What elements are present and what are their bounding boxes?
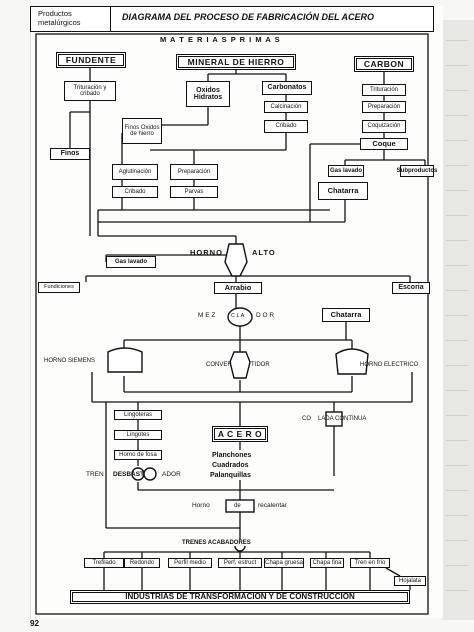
flux-box: FUNDENTE xyxy=(56,52,126,68)
sinter-screening-box: Cribado xyxy=(112,186,158,198)
frame-line xyxy=(35,33,429,615)
flux-fines-box: Finos xyxy=(50,148,90,160)
iron-oxide-fines-box: Finos Oxidos de hierro xyxy=(122,118,162,144)
section-label: Productos metalúrgicos xyxy=(38,9,81,27)
converter-label-right: TIDOR xyxy=(251,362,270,368)
electric-furnace-label: HORNO ELECTRICO xyxy=(360,362,419,368)
mill-structural: Perf. estruct xyxy=(218,558,262,568)
ingots-box: Lingotes xyxy=(114,430,162,440)
stockpiles-box: Parvas xyxy=(170,186,218,198)
mixer-label-mid: C L A xyxy=(231,313,245,319)
product-billets: Palanquillas xyxy=(210,472,251,479)
industries-box: INDUSTRIAS DE TRANSFORMACION Y DE CONSTR… xyxy=(70,590,410,604)
iron-ore-box: MINERAL DE HIERRO xyxy=(176,54,296,70)
casting-label-right: INUA xyxy=(352,416,367,422)
rougher-label-mid: DESBAST xyxy=(113,471,145,478)
preparation-box: Preparación xyxy=(170,164,218,180)
furnace-gas-box: Gas lavado xyxy=(106,256,156,268)
ore-screening-box: Cribado xyxy=(264,120,308,133)
tinplate-box: Hojalata xyxy=(394,576,426,586)
pig-iron-box: Arrabio xyxy=(214,282,262,294)
product-slabs: Planchones xyxy=(212,452,252,459)
casting-label-left: CO xyxy=(302,416,311,422)
page-number: 92 xyxy=(30,619,39,628)
byproducts-box: Subproductos xyxy=(397,165,437,177)
casting-label-mid: LADA CONT xyxy=(318,416,353,422)
mill-wire-drawing: Trefilado xyxy=(84,558,124,568)
coking-box: Coquización xyxy=(362,120,406,133)
coke-gas-box: Gas lavado xyxy=(328,165,364,177)
reheating-label-mid: de xyxy=(234,503,241,509)
mill-medium-section: Perfil medio xyxy=(168,558,212,568)
title-box xyxy=(110,6,434,32)
siemens-furnace-label: HORNO SIEMENS xyxy=(44,358,96,364)
reheating-label-right: recalentar xyxy=(258,502,287,509)
scrap-box-top: Chatarra xyxy=(318,182,368,200)
oxides-hydrates-box: Oxidos Hidratos xyxy=(186,81,230,107)
slag-box: Escoria xyxy=(392,282,430,294)
mixer-shape xyxy=(227,307,253,327)
mixer-label-right: D O R xyxy=(256,312,275,319)
reheating-furnace-shape xyxy=(225,499,255,513)
siemens-furnace-shape xyxy=(107,347,143,373)
coal-box: CARBON xyxy=(354,56,414,72)
rougher-label-left: TREN xyxy=(86,471,104,478)
soaking-pit-box: Horno de fosa xyxy=(114,450,162,460)
blast-furnace-label-right: ALTO xyxy=(252,248,276,257)
continuous-casting-shape xyxy=(325,411,343,427)
steel-box: A C E R O xyxy=(212,426,268,442)
agglomeration-box: Aglutinación xyxy=(112,164,158,180)
mill-thin-sheet: Chapa fina xyxy=(310,558,344,568)
converter-label-left: CONVER xyxy=(206,362,232,368)
castings-box: Fundiciones xyxy=(38,282,80,293)
converter-shape xyxy=(229,351,251,379)
reheating-label-left: Horno xyxy=(192,502,210,509)
mixer-label-left: M E Z xyxy=(198,312,216,319)
carbonates-box: Carbonatos xyxy=(262,81,312,95)
flux-crushing-box: Trituración y cribado xyxy=(64,81,116,101)
coal-preparation-box: Preparación xyxy=(362,101,406,113)
electric-furnace-shape xyxy=(335,348,369,375)
ingot-molds-box: Lingoteras xyxy=(114,410,162,420)
page-edge-gutter xyxy=(442,20,474,620)
mill-round: Redondo xyxy=(124,558,160,568)
coke-box: Coque xyxy=(360,138,408,150)
raw-materials-label: M A T E R I A S P R I M A S xyxy=(160,35,281,44)
calcination-box: Calcinación xyxy=(264,101,308,113)
product-billets-square: Cuadrados xyxy=(212,462,249,469)
mill-cold-rolling: Tren en frío xyxy=(350,558,390,568)
rougher-label-right: ADOR xyxy=(162,471,181,478)
mill-heavy-plate: Chapa gruesa xyxy=(264,558,304,568)
scrap-box-mid: Chatarra xyxy=(322,308,370,322)
finishing-mills-label: TRENES ACABADORES xyxy=(180,540,253,546)
blast-furnace-label-left: HORNO xyxy=(190,248,223,257)
diagram-title: DIAGRAMA DEL PROCESO DE FABRICACIÓN DEL … xyxy=(122,12,375,22)
blast-furnace-shape xyxy=(224,243,248,277)
coal-crushing-box: Trituración xyxy=(362,84,406,96)
rougher-roll-bottom xyxy=(143,467,157,481)
